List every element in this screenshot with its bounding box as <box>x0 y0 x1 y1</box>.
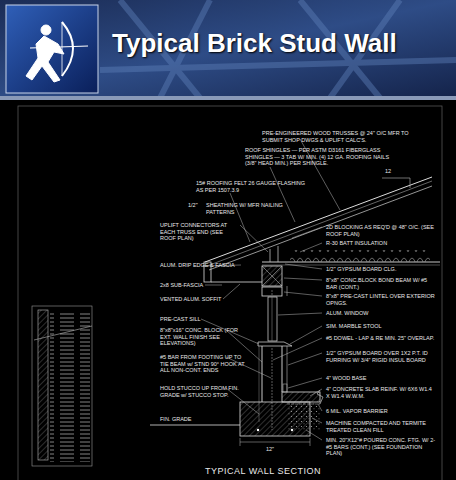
callout-note: #5 BAR FROM FOOTING UP TO TIE BEAM w/ ST… <box>160 354 250 374</box>
drawing-caption: TYPICAL WALL SECTION <box>205 466 321 476</box>
callout-note: ALUM. WINDOW <box>326 310 436 317</box>
callout-note: FIN. GRADE <box>160 416 220 423</box>
archer-logo <box>26 22 88 82</box>
callout-note: 6 MIL. VAPOR BARRIER <box>326 408 436 415</box>
callout-note: 1/2" GYPSUM BOARD OVER 1X2 P.T. ID FURRI… <box>326 350 436 363</box>
callout-note: 8"x8" PRE-CAST LINTEL OVER EXTERIOR OPNG… <box>326 293 436 306</box>
callout-note: VENTED ALUM. SOFFIT <box>160 296 240 303</box>
callout-note: 4" CONCRETE SLAB REINF. W/ 6X6 W1.4 X W1… <box>326 386 436 399</box>
callout-note: MIN. 20"X12"# POURED CONC. FTG. W/ 2-#5 … <box>326 437 436 457</box>
callout-note: HOLD STUCCO UP FROM FIN. GRADE w/ STUCCO… <box>160 385 250 398</box>
callout-note: 12 <box>385 168 405 175</box>
callout-note: ALUM. DRIP EDGE & FASCIA <box>160 262 240 269</box>
callout-note: 8"x8" CONC.BLOCK BOND BEAM W/ #5 BAR (CO… <box>326 277 436 290</box>
callout-note: 2x8 SUB-FASCIA <box>160 282 240 289</box>
callout-note: 15# ROOFING FELT 26 GAUGE FLASHING AS PE… <box>196 180 311 193</box>
callout-note: 1/2" <box>188 202 202 209</box>
callout-note: #5 DOWEL - LAP & RE MIN. 25" OVERLAP. <box>326 335 436 342</box>
callout-note: R-30 BATT INSULATION <box>326 240 436 247</box>
callout-note: 4" WOOD BASE <box>326 375 436 382</box>
callout-note: ROOF SHINGLES — PER ASTM D3161 FIBERGLAS… <box>245 147 395 167</box>
callout-note: MACHINE COMPACTED AND TERMITE TREATED CL… <box>326 420 436 433</box>
callout-note: 12" <box>266 446 286 453</box>
callout-note: PRE-CAST SILL <box>160 316 250 323</box>
callout-note: 2D BLOCKING AS REQ'D @ 48" O/C. (SEE ROO… <box>326 224 436 237</box>
callout-note: 8"x8"x16" CONC. BLOCK (FOR EXT. WALL FIN… <box>160 327 250 347</box>
callout-note: PRE-ENGINEERED WOOD TRUSSES @ 24" O/C MF… <box>262 130 427 143</box>
callout-note: UPLIFT CONNECTORS AT EACH TRUSS END (SEE… <box>160 222 238 242</box>
callout-note: 1/2" GYPSUM BOARD CLG. <box>326 266 436 273</box>
callout-note: SIM. MARBLE STOOL <box>326 323 436 330</box>
callout-note: SHEATHING W/ MFR NAILING PATTERNS <box>206 202 286 215</box>
page-title: Typical Brick Stud Wall <box>112 28 397 58</box>
